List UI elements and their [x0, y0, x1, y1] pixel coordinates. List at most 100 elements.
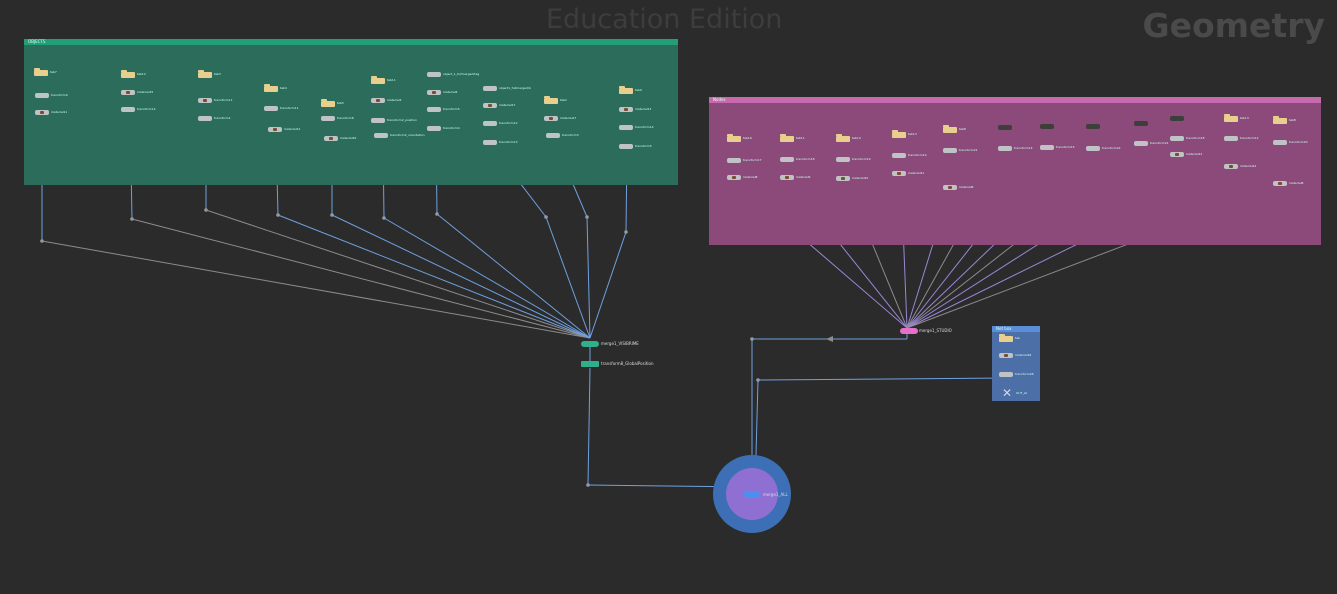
transform-node[interactable]	[998, 125, 1012, 130]
material-node[interactable]	[544, 116, 558, 121]
node-label: transform4	[443, 126, 460, 130]
material-node[interactable]	[483, 103, 497, 108]
geometry-node[interactable]	[198, 70, 212, 78]
transform-node[interactable]	[374, 133, 388, 138]
transform-node[interactable]	[892, 153, 906, 158]
node-label: tab	[1015, 336, 1020, 340]
null-output-icon[interactable]: ✕	[1002, 386, 1013, 400]
material-node[interactable]	[943, 185, 957, 190]
geometry-node[interactable]	[34, 68, 48, 76]
transform-node[interactable]	[1040, 145, 1054, 150]
transform-node[interactable]	[1273, 140, 1287, 145]
transform-node[interactable]	[1040, 124, 1054, 129]
transform-node[interactable]	[371, 118, 385, 123]
transform-node[interactable]	[1170, 116, 1184, 121]
merge-all-node[interactable]	[744, 491, 760, 497]
geometry-node[interactable]	[836, 134, 850, 142]
network-box-title: Net box	[992, 326, 1040, 332]
node-label: transform12	[1240, 136, 1259, 140]
node-label: transform14	[1014, 146, 1033, 150]
geometry-node[interactable]	[1273, 116, 1287, 124]
transform-node[interactable]	[619, 125, 633, 130]
transform-node[interactable]	[198, 116, 212, 121]
material-node[interactable]	[1170, 152, 1184, 157]
node-label: tab12	[137, 72, 146, 76]
transform-node[interactable]	[427, 72, 441, 77]
material-node[interactable]	[1273, 181, 1287, 186]
transform-node[interactable]	[943, 148, 957, 153]
transform-node[interactable]	[483, 121, 497, 126]
output-merge-node[interactable]: merge1_ALL	[713, 455, 791, 533]
node-label: tab16	[743, 136, 752, 140]
node-label: transform1	[214, 116, 231, 120]
material-node[interactable]	[371, 98, 385, 103]
transform-node[interactable]	[619, 144, 633, 149]
merge-node-objects[interactable]	[581, 341, 599, 347]
transform-node[interactable]	[998, 146, 1012, 151]
wire	[757, 377, 1008, 381]
wire	[586, 216, 591, 339]
transform-node[interactable]	[1134, 121, 1148, 126]
material-node[interactable]	[198, 98, 212, 103]
transform-node[interactable]	[427, 107, 441, 112]
network-box-nodes[interactable]: Nodes	[709, 97, 1321, 245]
node-label: tab13	[1240, 116, 1249, 120]
transform-node[interactable]	[1086, 146, 1100, 151]
material-node[interactable]	[892, 171, 906, 176]
node-label: tab8	[1289, 118, 1296, 122]
material-node[interactable]	[121, 90, 135, 95]
transform-node[interactable]	[483, 86, 497, 91]
material-node[interactable]	[836, 176, 850, 181]
merge-node-label: merge1_STUDIO	[919, 328, 952, 333]
transform-node-global[interactable]	[581, 361, 599, 367]
geometry-node[interactable]	[892, 130, 906, 138]
node-label: material8	[959, 185, 974, 189]
geometry-node[interactable]	[264, 84, 278, 92]
transform-node[interactable]	[427, 126, 441, 131]
geometry-node[interactable]	[544, 96, 558, 104]
transform-node[interactable]	[1170, 136, 1184, 141]
material-node[interactable]	[619, 107, 633, 112]
geometry-node[interactable]	[727, 134, 741, 142]
wire	[436, 213, 591, 339]
merge-node-label: merge1_VISIBRIME	[601, 341, 639, 346]
transform-node[interactable]	[1134, 141, 1148, 146]
geometry-node[interactable]	[371, 76, 385, 84]
geometry-node[interactable]	[619, 86, 633, 94]
material-node[interactable]	[999, 353, 1013, 358]
transform-node[interactable]	[483, 140, 497, 145]
node-label: transform2_orientation	[390, 133, 425, 137]
geometry-node[interactable]	[943, 125, 957, 133]
material-node[interactable]	[780, 175, 794, 180]
material-node[interactable]	[1224, 164, 1238, 169]
transform-node[interactable]	[780, 157, 794, 162]
node-label: material12	[284, 127, 301, 131]
node-label: material17	[560, 116, 577, 120]
node-label: material8	[743, 175, 758, 179]
geometry-node[interactable]	[321, 99, 335, 107]
network-box-objects[interactable]: OBJECTS	[24, 39, 678, 185]
geometry-node[interactable]	[780, 134, 794, 142]
transform-node[interactable]	[727, 158, 741, 163]
transform-node[interactable]	[1086, 124, 1100, 129]
material-node[interactable]	[727, 175, 741, 180]
node-label: transform28	[1015, 372, 1034, 376]
geometry-node[interactable]	[999, 334, 1013, 342]
geometry-node[interactable]	[1224, 114, 1238, 122]
transform-node[interactable]	[321, 116, 335, 121]
node-label: transform12	[499, 121, 518, 125]
transform-node[interactable]	[999, 372, 1013, 377]
material-node[interactable]	[324, 136, 338, 141]
transform-node[interactable]	[836, 157, 850, 162]
material-node[interactable]	[268, 127, 282, 132]
geometry-node[interactable]	[121, 70, 135, 78]
transform-node[interactable]	[1224, 136, 1238, 141]
merge-node-studio[interactable]	[900, 328, 918, 334]
transform-node[interactable]	[264, 106, 278, 111]
material-node[interactable]	[35, 110, 49, 115]
transform-node[interactable]	[35, 93, 49, 98]
material-node[interactable]	[427, 90, 441, 95]
transform-node[interactable]	[121, 107, 135, 112]
wire	[545, 216, 591, 339]
transform-node[interactable]	[546, 133, 560, 138]
